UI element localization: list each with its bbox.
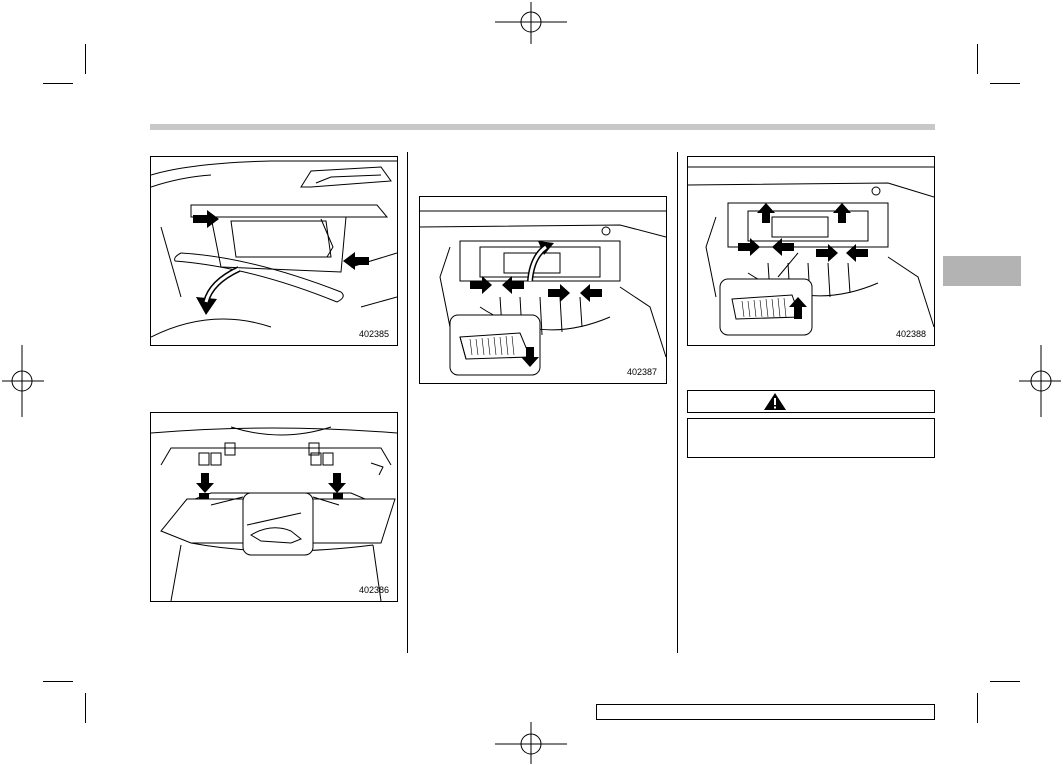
chapter-tab: [943, 256, 1021, 286]
figure-glovebox-open: 402385: [150, 156, 398, 346]
glovebox-open-illustration: [151, 160, 397, 338]
figure-glovebox-stoppers: 402386: [150, 412, 398, 602]
warning-triangle-icon: [764, 393, 786, 410]
filter-cover-removal-illustration: [420, 210, 666, 376]
crop-mark: [990, 83, 1020, 84]
column-divider: [677, 152, 678, 653]
warning-header: [687, 390, 935, 413]
crop-mark: [43, 681, 73, 682]
crop-mark: [43, 83, 73, 84]
figure-filter-cover-install: 402388: [687, 156, 935, 346]
figure-number: 402386: [359, 585, 390, 595]
warning-body: [687, 418, 935, 458]
figure-filter-cover-removal: 402387: [419, 196, 667, 384]
footer-page-box: [596, 704, 935, 720]
crop-mark: [977, 44, 978, 74]
crop-mark: [977, 693, 978, 723]
glovebox-stoppers-illustration: [151, 426, 397, 601]
header-bar: [150, 124, 935, 130]
registration-mark-top: [495, 2, 567, 44]
figure-number: 402385: [359, 329, 390, 339]
registration-mark-right: [1019, 345, 1061, 417]
filter-cover-install-illustration: [688, 166, 934, 336]
crop-mark: [85, 44, 86, 74]
registration-mark-bottom: [495, 722, 567, 764]
crop-mark: [85, 693, 86, 723]
figure-number: 402387: [627, 367, 658, 377]
figure-number: 402388: [896, 329, 927, 339]
column-divider: [407, 152, 408, 653]
registration-mark-left: [2, 345, 44, 417]
crop-mark: [990, 681, 1020, 682]
